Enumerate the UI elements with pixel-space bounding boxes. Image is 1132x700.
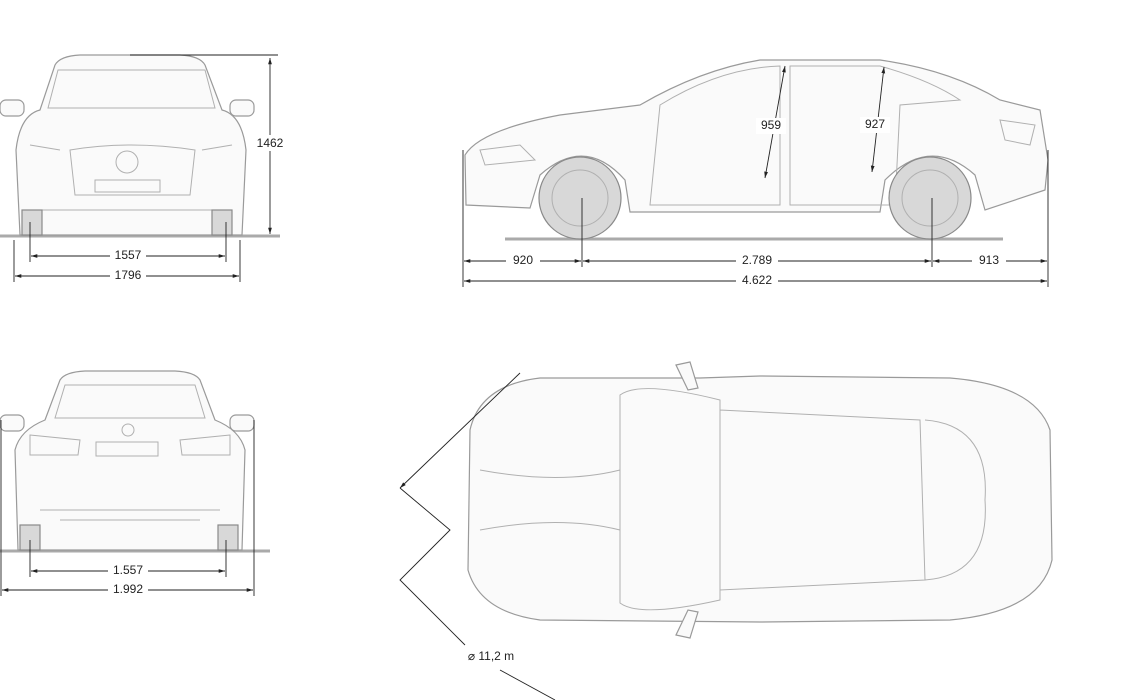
front-overhang-label: 920: [513, 253, 533, 267]
length-label: 4.622: [742, 273, 772, 287]
rear-headroom-label: 927: [865, 117, 885, 131]
turning-circle-indicator: [399, 372, 556, 700]
front-view: 1462 1557 1796: [0, 54, 286, 284]
front-width-label: 1796: [115, 268, 142, 282]
rear-width-label: 1.992: [113, 582, 143, 596]
rear-overhang-label: 913: [979, 253, 999, 267]
side-view: 959 927 920 2.789 913 4.622: [462, 59, 1049, 289]
top-view: ⌀ 11,2 m: [399, 361, 1053, 700]
turning-circle-label: ⌀ 11,2 m: [468, 649, 514, 663]
front-track-label: 1557: [115, 248, 142, 262]
front-headroom-label: 959: [761, 118, 781, 132]
rear-track-label: 1.557: [113, 563, 143, 577]
height-label: 1462: [257, 136, 284, 150]
rear-view: 1.557 1.992: [0, 370, 270, 598]
wheelbase-label: 2.789: [742, 253, 772, 267]
